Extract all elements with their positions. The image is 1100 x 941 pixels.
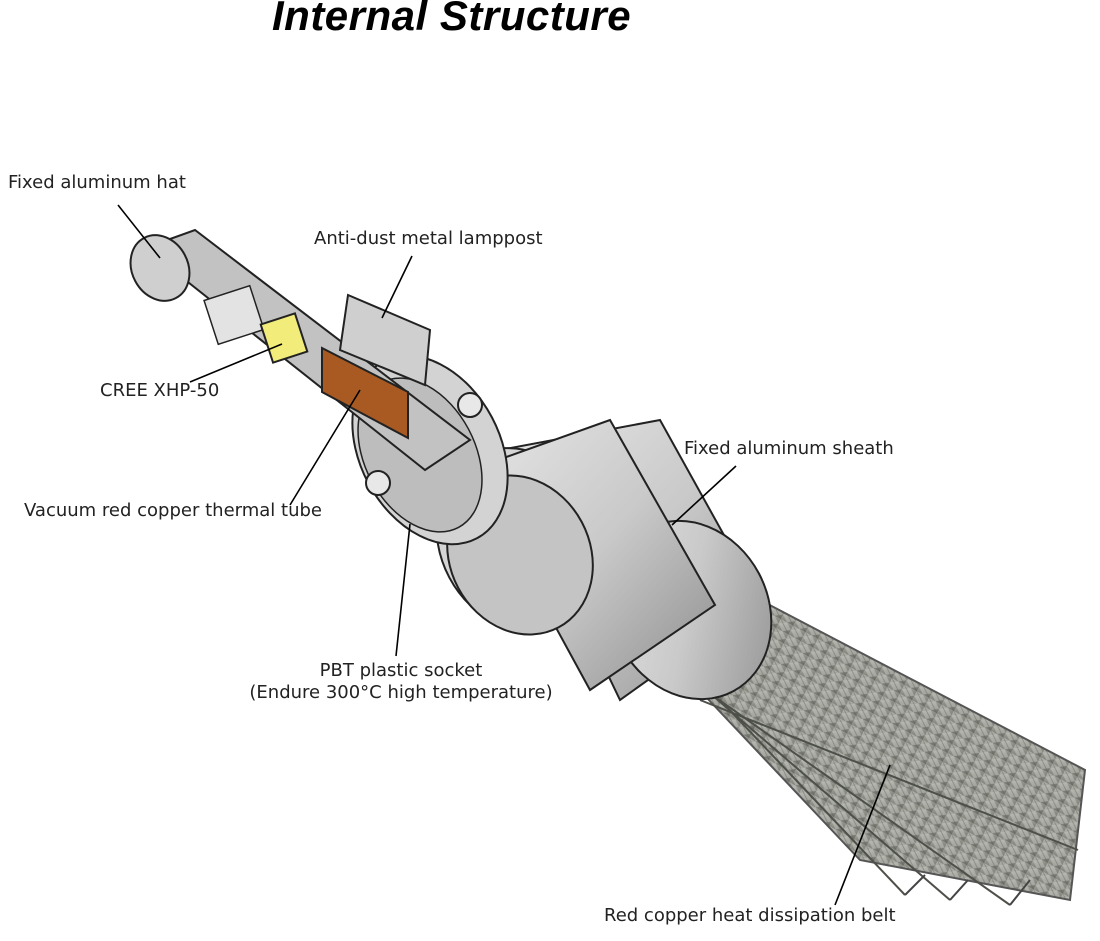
leader-hat [117, 204, 161, 259]
label-socket-line1: PBT plastic socket [319, 660, 483, 681]
leader-thermal-tube [289, 389, 361, 506]
leader-belt [834, 764, 891, 906]
label-aluminum-sheath: Fixed aluminum sheath [684, 438, 894, 459]
leader-lamppost [381, 255, 413, 319]
label-anti-dust-lamppost: Anti-dust metal lamppost [314, 228, 543, 249]
diagram-title: Internal Structure [272, 0, 632, 39]
leader-lines [117, 204, 891, 906]
label-thermal-tube: Vacuum red copper thermal tube [24, 500, 322, 521]
label-cree-chip: CREE XHP-50 [100, 380, 220, 401]
copper-plate [321, 346, 409, 440]
label-heat-belt: Red copper heat dissipation belt [604, 905, 896, 926]
label-plastic-socket: PBT plastic socket (Endure 300°C high te… [236, 660, 566, 704]
label-fixed-aluminum-hat: Fixed aluminum hat [8, 172, 186, 193]
leader-sheath [671, 465, 737, 526]
leader-cree [189, 343, 283, 383]
leader-socket [395, 523, 411, 657]
led-chip [259, 312, 309, 364]
label-socket-line2: (Endure 300°C high temperature) [249, 682, 553, 703]
anti-dust-cover [338, 293, 432, 387]
